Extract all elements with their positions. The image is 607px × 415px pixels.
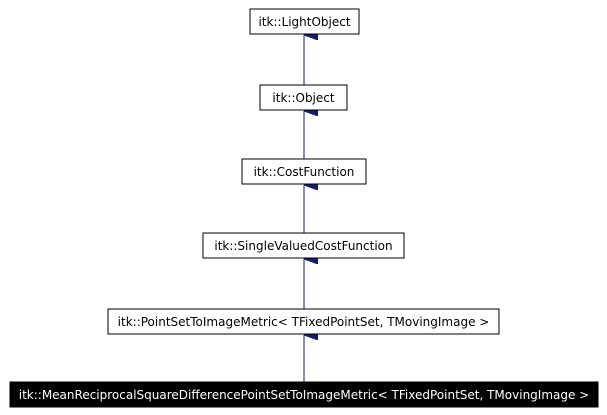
class-node-light-object[interactable]: itk::LightObject (249, 8, 360, 35)
class-node-label: itk::MeanReciprocalSquareDifferencePoint… (19, 388, 590, 402)
class-node-label: itk::CostFunction (254, 165, 355, 179)
class-node-label: itk::PointSetToImageMetric< TFixedPointS… (118, 315, 490, 329)
class-node-label: itk::LightObject (258, 15, 350, 29)
class-node-label: itk::SingleValuedCostFunction (214, 239, 392, 253)
class-node-point-set-to-image-metric[interactable]: itk::PointSetToImageMetric< TFixedPointS… (107, 308, 500, 335)
class-node-label: itk::Object (272, 91, 334, 105)
class-node-cost-function[interactable]: itk::CostFunction (241, 158, 367, 185)
class-node-mean-reciprocal-square-difference-metric: itk::MeanReciprocalSquareDifferencePoint… (9, 381, 599, 408)
class-node-object[interactable]: itk::Object (259, 84, 348, 111)
class-node-single-valued-cost-function[interactable]: itk::SingleValuedCostFunction (202, 232, 405, 259)
